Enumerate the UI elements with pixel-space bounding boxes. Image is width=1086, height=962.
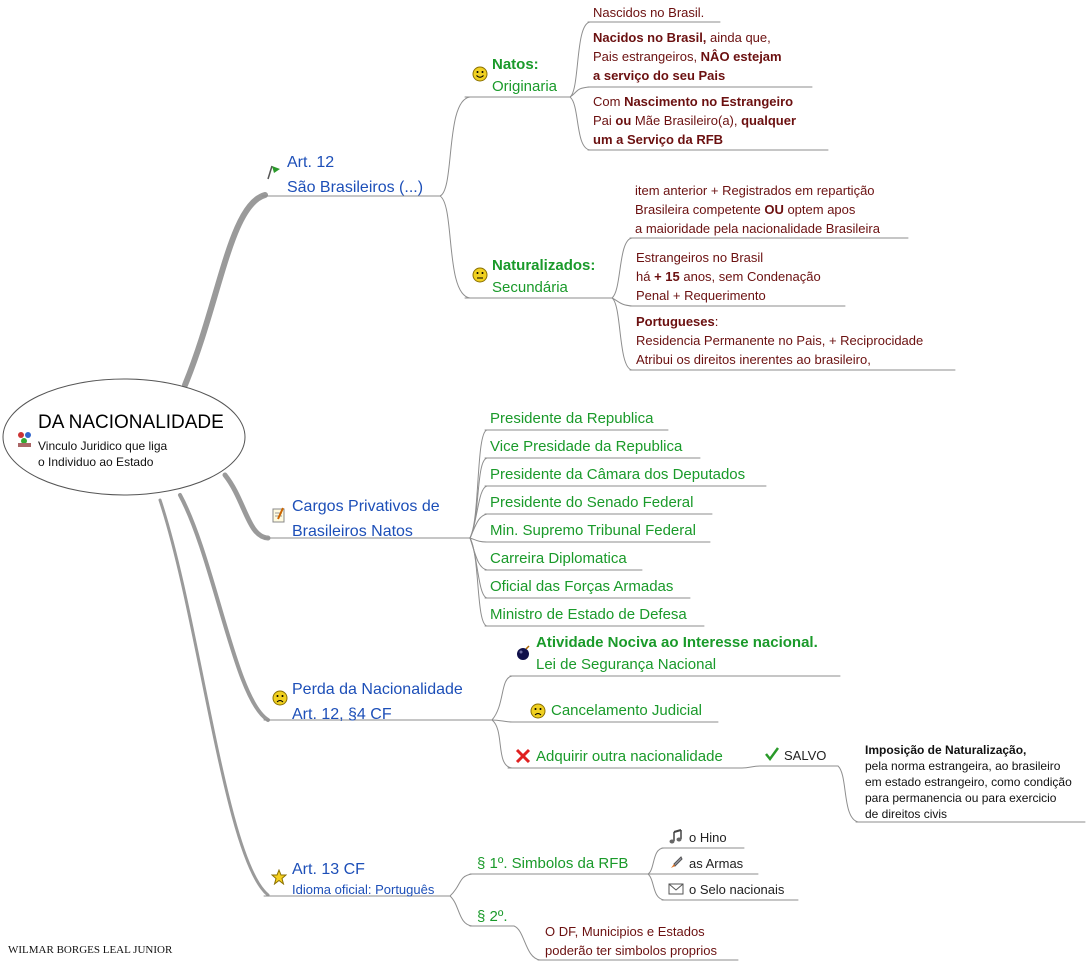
- art13-title: Art. 13 CF: [292, 861, 365, 878]
- cargos-node[interactable]: Cargos Privativos de Brasileiros Natos: [292, 494, 440, 544]
- rocket-icon: [668, 855, 684, 874]
- center-subtitle-line2: o Individuo ao Estado: [38, 455, 154, 469]
- cargo-item[interactable]: Vice Presidade da Republica: [490, 438, 683, 455]
- flag-icon: [266, 164, 282, 183]
- nascidos2-l2a: Pais estrangeiros,: [593, 49, 701, 64]
- art12-title-line1: Art. 12: [287, 154, 335, 171]
- author-signature: WILMAR BORGES LEAL JUNIOR: [8, 944, 173, 956]
- estrang-l2d: qualquer: [741, 113, 797, 128]
- registro-l2c: optem apos: [783, 202, 856, 217]
- neutral-face-icon: [472, 267, 488, 286]
- bomb-icon: [515, 645, 531, 664]
- natos-node[interactable]: Natos: Originaria: [492, 54, 557, 98]
- registrados-reparticao-node[interactable]: item anterior + Registrados em repartiçã…: [635, 181, 880, 238]
- registro-l1: item anterior + Registrados em repartiçã…: [635, 183, 875, 198]
- selo-node[interactable]: o Selo nacionais: [689, 882, 785, 897]
- estrang-l2c: Mãe Brasileiro(a),: [631, 113, 742, 128]
- cancelamento-judicial-node[interactable]: Cancelamento Judicial: [551, 702, 702, 719]
- atividade-nociva-node[interactable]: Atividade Nociva ao Interesse nacional. …: [536, 632, 818, 676]
- estrang-l2a: Pai: [593, 113, 616, 128]
- envelope-icon: [668, 881, 684, 900]
- imposicao-naturalizacao-node[interactable]: Imposição de Naturalização, pela norma e…: [865, 742, 1072, 822]
- estrangeiros-l1: Estrangeiros no Brasil: [636, 250, 764, 265]
- center-title[interactable]: DA NACIONALIDADE: [38, 412, 224, 433]
- cargo-item[interactable]: Presidente do Senado Federal: [490, 494, 694, 511]
- estrangeiros-l2c: anos, sem Condenação: [679, 269, 821, 284]
- smiley-icon: [472, 66, 488, 85]
- cross-icon: [515, 748, 531, 767]
- art12-node[interactable]: Art. 12 São Brasileiros (...): [287, 150, 423, 200]
- art13-subtitle: Idioma oficial: Português: [292, 882, 435, 897]
- imposicao-l4: para permanencia ou para exercicio: [865, 791, 1057, 805]
- imposicao-l2: pela norma estrangeira, ao brasileiro: [865, 759, 1061, 773]
- registro-l2a: Brasileira competente: [635, 202, 765, 217]
- portugueses-l2: Residencia Permanente no Pais, + Recipro…: [636, 333, 924, 348]
- star-icon: [270, 868, 288, 888]
- portugueses-l3: Atribui os direitos inerentes ao brasile…: [636, 352, 871, 367]
- par2-l1: O DF, Municipios e Estados: [545, 924, 705, 939]
- cargo-item[interactable]: Ministro de Estado de Defesa: [490, 606, 687, 623]
- nacidos-pais-estrangeiros-node[interactable]: Nacidos no Brasil, ainda que, Pais estra…: [593, 28, 782, 85]
- nascidos2-l1a: Nacidos no Brasil,: [593, 30, 707, 45]
- estrang-l2b: ou: [615, 113, 632, 128]
- nascidos-brasil-node[interactable]: Nascidos no Brasil.: [593, 5, 705, 20]
- cargo-item[interactable]: Presidente da Câmara dos Deputados: [490, 466, 746, 483]
- imposicao-l5: de direitos civis: [865, 807, 948, 821]
- estrangeiros-brasil-node[interactable]: Estrangeiros no Brasil há + 15 anos, sem…: [636, 248, 821, 305]
- people-icon: [16, 430, 34, 451]
- estrang-l1b: Nascimento no Estrangeiro: [624, 94, 794, 109]
- estrang-l3: um a Serviço da RFB: [593, 132, 724, 147]
- cargos-title-line1: Cargos Privativos de: [292, 498, 440, 515]
- portugueses-l1b: :: [714, 314, 719, 329]
- center-node-ellipse: [2, 378, 246, 496]
- estrangeiros-l2a: há: [636, 269, 655, 284]
- natos-title: Natos:: [492, 56, 539, 73]
- center-subtitle: Vinculo Juridico que liga o Individuo ao…: [38, 438, 167, 470]
- naturalizados-subtitle: Secundária: [492, 279, 568, 296]
- naturalizados-node[interactable]: Naturalizados: Secundária: [492, 255, 595, 299]
- estrangeiros-l2b: + 15: [654, 269, 680, 284]
- simbolos-rfb-node[interactable]: § 1º. Simbolos da RFB: [477, 855, 629, 872]
- nascimento-estrangeiro-node[interactable]: Com Nascimento no Estrangeiro Pai ou Mãe…: [593, 92, 796, 149]
- music-note-icon: [668, 829, 684, 848]
- center-subtitle-line1: Vinculo Juridico que liga: [38, 439, 168, 453]
- check-icon: [764, 746, 780, 765]
- nascidos2-l2b: NÂO estejam: [700, 49, 782, 64]
- perda-node[interactable]: Perda da Nacionalidade Art. 12, §4 CF: [292, 677, 463, 727]
- estrangeiros-l3: Penal + Requerimento: [636, 288, 766, 303]
- adquirir-nacionalidade-node[interactable]: Adquirir outra nacionalidade: [536, 748, 723, 765]
- imposicao-l3: em estado estrangeiro, como condição: [865, 775, 1072, 789]
- art13-node[interactable]: Art. 13 CF Idioma oficial: Português: [292, 857, 434, 898]
- salvo-node[interactable]: SALVO: [784, 748, 827, 763]
- naturalizados-title: Naturalizados:: [492, 257, 596, 274]
- portugueses-l1a: Portugueses: [636, 314, 715, 329]
- par2-l2: poderão ter simbolos proprios: [545, 943, 717, 958]
- portugueses-node[interactable]: Portugueses: Residencia Permanente no Pa…: [636, 312, 923, 369]
- perda-title-line2: Art. 12, §4 CF: [292, 706, 392, 723]
- perda-title-line1: Perda da Nacionalidade: [292, 681, 463, 698]
- armas-node[interactable]: as Armas: [689, 856, 744, 871]
- estrang-l1a: Com: [593, 94, 625, 109]
- sad-face-icon: [530, 703, 546, 722]
- nascidos2-l1b: ainda que,: [706, 30, 771, 45]
- hino-node[interactable]: o Hino: [689, 830, 727, 845]
- cargo-item[interactable]: Min. Supremo Tribunal Federal: [490, 522, 696, 539]
- df-municipios-node[interactable]: O DF, Municipios e Estados poderão ter s…: [545, 922, 717, 960]
- cargo-item[interactable]: Presidente da Republica: [490, 410, 654, 427]
- cargos-title-line2: Brasileiros Natos: [292, 523, 413, 540]
- registro-l3: a maioridade pela nacionalidade Brasilei…: [635, 221, 880, 236]
- natos-subtitle: Originaria: [492, 78, 558, 95]
- registro-l2b: OU: [764, 202, 784, 217]
- sad-face-icon: [272, 690, 288, 709]
- cargo-item[interactable]: Carreira Diplomatica: [490, 550, 627, 567]
- note-icon: [271, 507, 287, 526]
- paragrafo-2-node[interactable]: § 2º.: [477, 908, 508, 925]
- art12-title-line2: São Brasileiros (...): [287, 179, 424, 196]
- nascidos2-l3: a serviço do seu Pais: [593, 68, 726, 83]
- atividade-title: Atividade Nociva ao Interesse nacional.: [536, 634, 818, 651]
- atividade-subtitle: Lei de Segurança Nacional: [536, 656, 717, 673]
- imposicao-title: Imposição de Naturalização,: [865, 743, 1027, 757]
- cargo-item[interactable]: Oficial das Forças Armadas: [490, 578, 674, 595]
